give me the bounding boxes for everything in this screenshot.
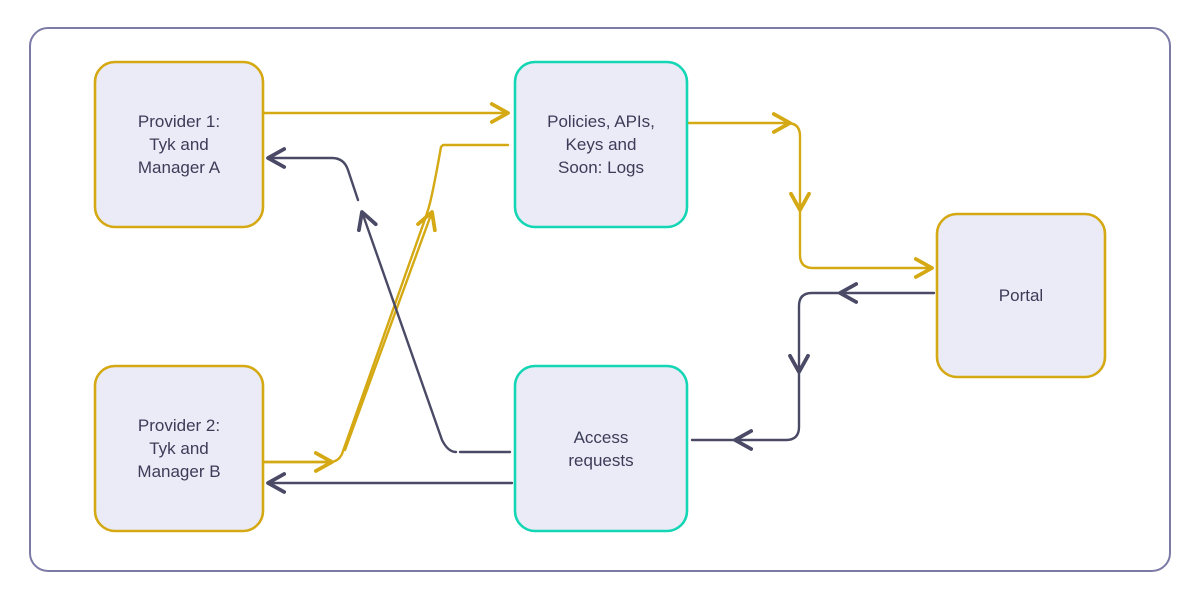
edge-access-to-provider1-diag xyxy=(362,212,458,454)
edge-portal-to-access-seg2 xyxy=(799,291,847,372)
edge-policies-to-portal-seg3 xyxy=(798,202,932,268)
node-access[interactable] xyxy=(513,364,689,533)
edge-policies-to-portal-seg2 xyxy=(785,121,800,210)
edge-portal-to-access-seg3 xyxy=(735,364,801,440)
node-provider1[interactable] xyxy=(93,60,265,229)
edge-provider2-to-policies-diag xyxy=(343,212,432,452)
edge-provider2-to-policies xyxy=(261,143,510,464)
node-portal[interactable] xyxy=(935,212,1107,379)
outer-frame xyxy=(29,27,1171,572)
edge-access-to-provider1-seg2 xyxy=(268,158,360,202)
node-provider2[interactable] xyxy=(93,364,265,533)
node-policies[interactable] xyxy=(513,60,689,229)
